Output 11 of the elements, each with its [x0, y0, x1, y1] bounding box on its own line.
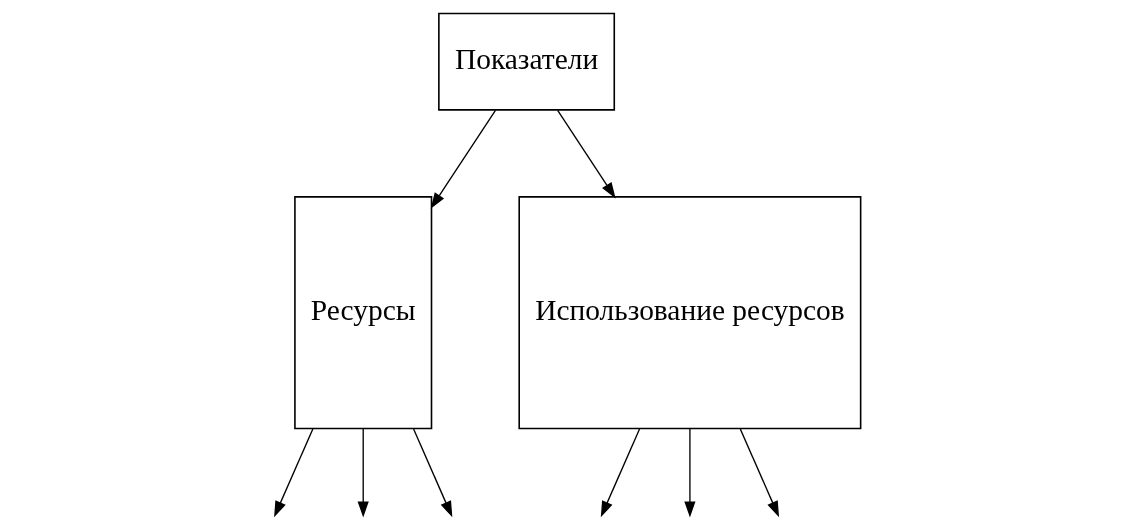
- arrow: [600, 428, 641, 518]
- arrow: [274, 428, 314, 518]
- node-box: Использование ресурсов: [518, 196, 862, 430]
- arrow: [739, 428, 780, 518]
- arrow: [412, 428, 453, 518]
- arrow: [684, 428, 696, 518]
- arrow: [357, 428, 369, 518]
- node-box: Ресурсы: [294, 196, 433, 430]
- arrow: [430, 109, 497, 209]
- node-box: Показатели: [438, 12, 616, 111]
- arrow: [557, 109, 616, 199]
